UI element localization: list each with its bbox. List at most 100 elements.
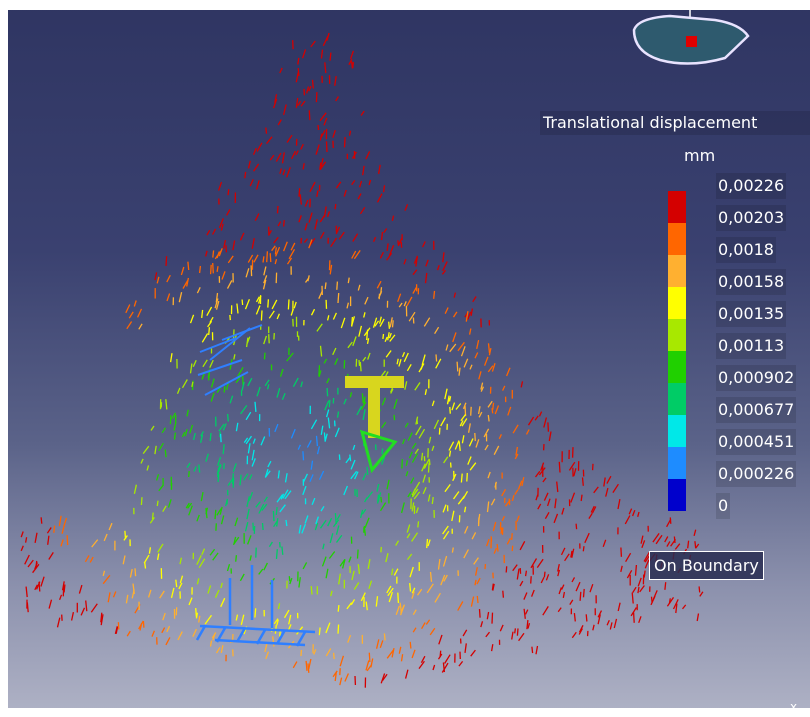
displacement-arrow	[329, 52, 332, 61]
displacement-arrow	[223, 386, 226, 393]
displacement-arrow	[58, 594, 63, 601]
displacement-arrow	[262, 256, 265, 263]
displacement-arrow	[196, 578, 200, 585]
displacement-arrow	[179, 557, 183, 565]
displacement-arrow	[537, 503, 542, 510]
displacement-arrow	[221, 271, 226, 280]
displacement-arrow	[313, 649, 317, 655]
displacement-arrow	[349, 50, 355, 60]
displacement-arrow	[328, 399, 331, 408]
displacement-arrow	[434, 326, 440, 335]
displacement-arrow	[186, 409, 189, 417]
displacement-arrow	[487, 365, 494, 373]
displacement-arrow	[320, 158, 324, 167]
displacement-arrow	[507, 406, 512, 416]
displacement-arrow	[214, 589, 220, 598]
displacement-arrow	[391, 568, 394, 576]
displacement-arrow	[628, 508, 633, 515]
displacement-arrow	[502, 590, 505, 598]
displacement-arrow	[271, 299, 278, 310]
displacement-arrow	[332, 347, 337, 356]
color-swatch	[668, 287, 686, 319]
displacement-arrow	[284, 490, 292, 500]
displacement-arrow	[570, 550, 573, 558]
displacement-arrow	[493, 445, 500, 455]
displacement-arrow	[336, 281, 339, 290]
displacement-arrow	[324, 282, 327, 290]
compass-icon[interactable]	[620, 0, 760, 75]
displacement-arrow	[35, 581, 41, 590]
displacement-arrow	[585, 614, 588, 622]
on-boundary-label[interactable]: On Boundary	[649, 551, 764, 580]
displacement-arrow	[517, 480, 523, 490]
displacement-arrow	[632, 586, 637, 593]
displacement-arrow	[272, 510, 275, 522]
displacement-arrow	[385, 553, 389, 563]
displacement-arrow	[326, 315, 330, 321]
displacement-arrow	[470, 406, 472, 416]
displacement-arrow	[226, 564, 231, 572]
displacement-arrow	[429, 627, 436, 636]
displacement-arrow	[344, 673, 349, 682]
displacement-arrow	[350, 470, 358, 480]
displacement-arrow	[500, 527, 503, 534]
displacement-arrow	[356, 405, 363, 416]
displacement-arrow	[204, 614, 213, 625]
displacement-arrow	[339, 559, 346, 567]
displacement-arrow	[462, 402, 467, 410]
displacement-arrow	[525, 429, 530, 435]
displacement-arrow	[218, 423, 225, 432]
displacement-arrow	[266, 384, 270, 390]
displacement-arrow	[277, 119, 282, 126]
displacement-arrow	[325, 648, 332, 657]
displacement-arrow	[247, 160, 251, 169]
displacement-arrow	[617, 602, 621, 612]
displacement-arrow	[329, 264, 333, 275]
displacement-arrow	[226, 413, 229, 422]
displacement-arrow	[588, 512, 593, 519]
displacement-arrow	[245, 435, 253, 445]
displacement-arrow	[457, 601, 464, 611]
displacement-arrow	[401, 351, 406, 358]
displacement-arrow	[484, 444, 489, 451]
displacement-arrow	[422, 486, 427, 495]
displacement-arrow	[34, 584, 38, 591]
legend-tick: 0,000451	[716, 429, 797, 455]
displacement-arrow	[444, 307, 449, 314]
displacement-arrow	[304, 223, 308, 231]
displacement-arrow	[186, 277, 190, 287]
displacement-arrow	[367, 558, 371, 570]
displacement-arrow	[363, 327, 371, 337]
displacement-arrow	[288, 248, 296, 260]
displacement-arrow	[438, 427, 441, 435]
displacement-arrow	[80, 607, 86, 616]
displacement-arrow	[491, 363, 496, 372]
displacement-arrow	[239, 232, 245, 241]
displacement-arrow	[469, 364, 473, 370]
displacement-arrow	[251, 458, 256, 467]
displacement-arrow	[418, 428, 426, 439]
displacement-arrow	[100, 614, 104, 626]
displacement-arrow	[232, 536, 240, 546]
displacement-arrow	[514, 489, 519, 495]
displacement-arrow	[459, 420, 464, 427]
displacement-arrow	[441, 269, 447, 275]
displacement-arrow	[468, 438, 474, 447]
displacement-arrow	[295, 150, 299, 156]
displacement-arrow	[276, 313, 280, 320]
displacement-arrow	[388, 591, 394, 603]
displacement-arrow	[411, 442, 417, 449]
displacement-arrow	[554, 498, 557, 509]
displacement-arrow	[164, 449, 167, 458]
color-swatch	[668, 415, 686, 447]
displacement-arrow	[334, 358, 339, 366]
displacement-arrow	[348, 556, 352, 563]
displacement-arrow	[326, 211, 331, 218]
displacement-arrow	[431, 496, 434, 504]
displacement-arrow	[478, 371, 482, 380]
displacement-arrow	[189, 363, 193, 374]
displacement-arrow	[61, 525, 65, 534]
displacement-arrow	[534, 470, 541, 478]
